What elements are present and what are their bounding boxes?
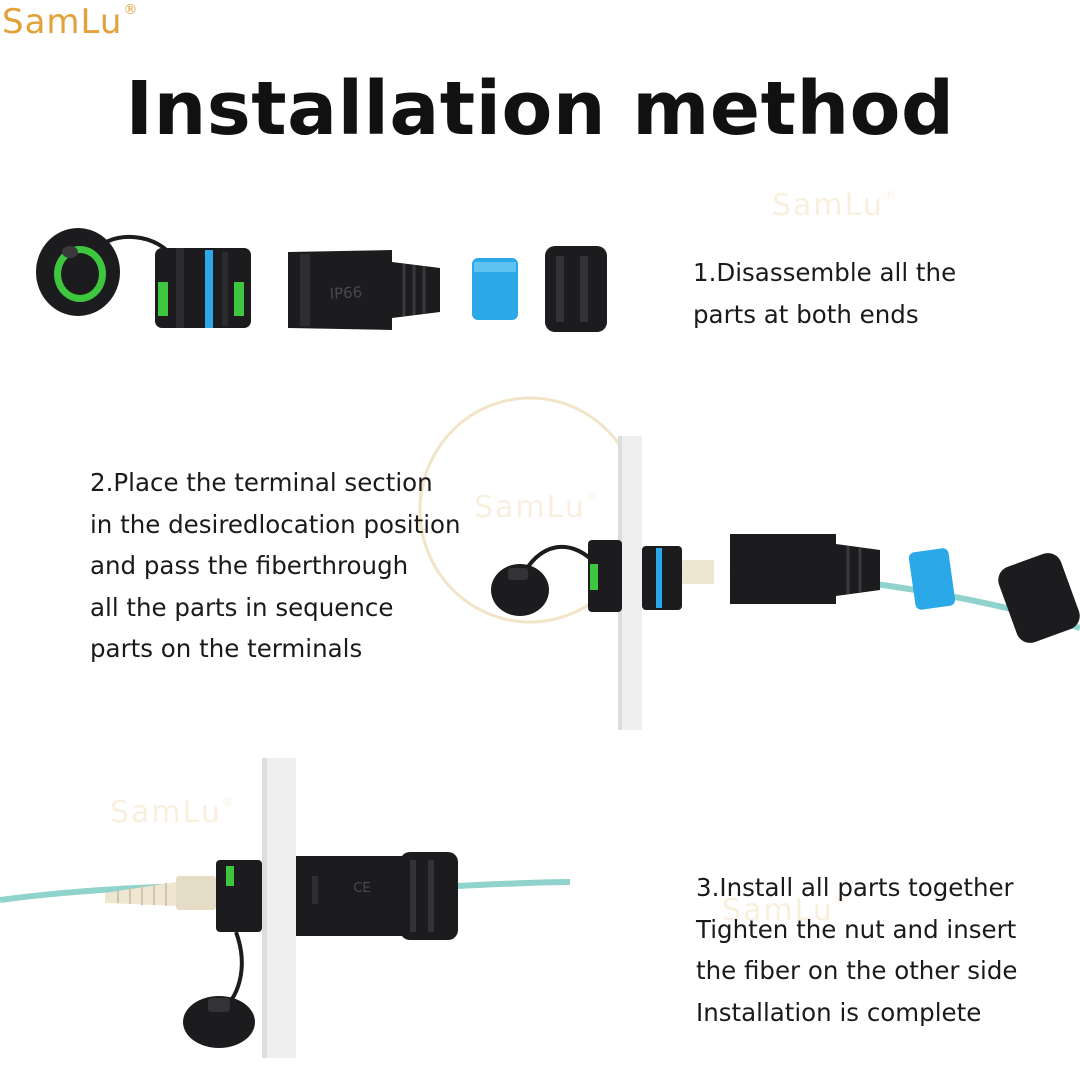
step-line: Tighten the nut and insert (696, 914, 1017, 944)
step-line: 3.Install all parts together (696, 873, 1014, 902)
watermark: SamLu® (772, 188, 898, 223)
terminal-placement-image (418, 396, 1080, 730)
step-line: in the desiredlocation position (90, 509, 461, 539)
connector-body-part: IP66 (288, 250, 440, 330)
step-line: parts on the terminals (90, 634, 363, 663)
assembled-connector-image: CE (0, 758, 571, 1058)
step-line: 1.Disassemble all the (693, 258, 957, 287)
brand-name: SamLu (2, 2, 123, 42)
step-line: Installation is complete (696, 997, 982, 1027)
dust-cap-part (36, 228, 120, 316)
watermark: SamLu® (474, 490, 600, 525)
lock-nut-part (545, 246, 607, 332)
ip-rating-marking: IP66 (329, 283, 362, 303)
watermark: SamLu® (110, 795, 236, 830)
ce-marking: CE (353, 881, 370, 896)
page-title: Installation method (125, 66, 955, 152)
step-line: the fiber on the other side (696, 956, 1018, 985)
brand-logo: SamLu® (2, 2, 138, 42)
step-line: all the parts in sequence (90, 592, 394, 622)
step-line: and pass the fiberthrough (90, 551, 409, 580)
step-1-instructions: 1.Disassemble all the parts at both ends (693, 252, 956, 335)
panel-socket-part (155, 248, 251, 328)
step-2-instructions: 2.Place the terminal section in the desi… (90, 462, 461, 670)
blue-seal-part (472, 258, 518, 320)
brand-registered-mark: ® (123, 2, 139, 18)
disassembled-parts-image: IP66 (36, 228, 607, 332)
step-line: 2.Place the terminal section (90, 468, 433, 497)
watermark: SamLu® (722, 893, 848, 928)
step-line: parts at both ends (693, 299, 919, 329)
step-3-instructions: 3.Install all parts together Tighten the… (696, 867, 1017, 1033)
